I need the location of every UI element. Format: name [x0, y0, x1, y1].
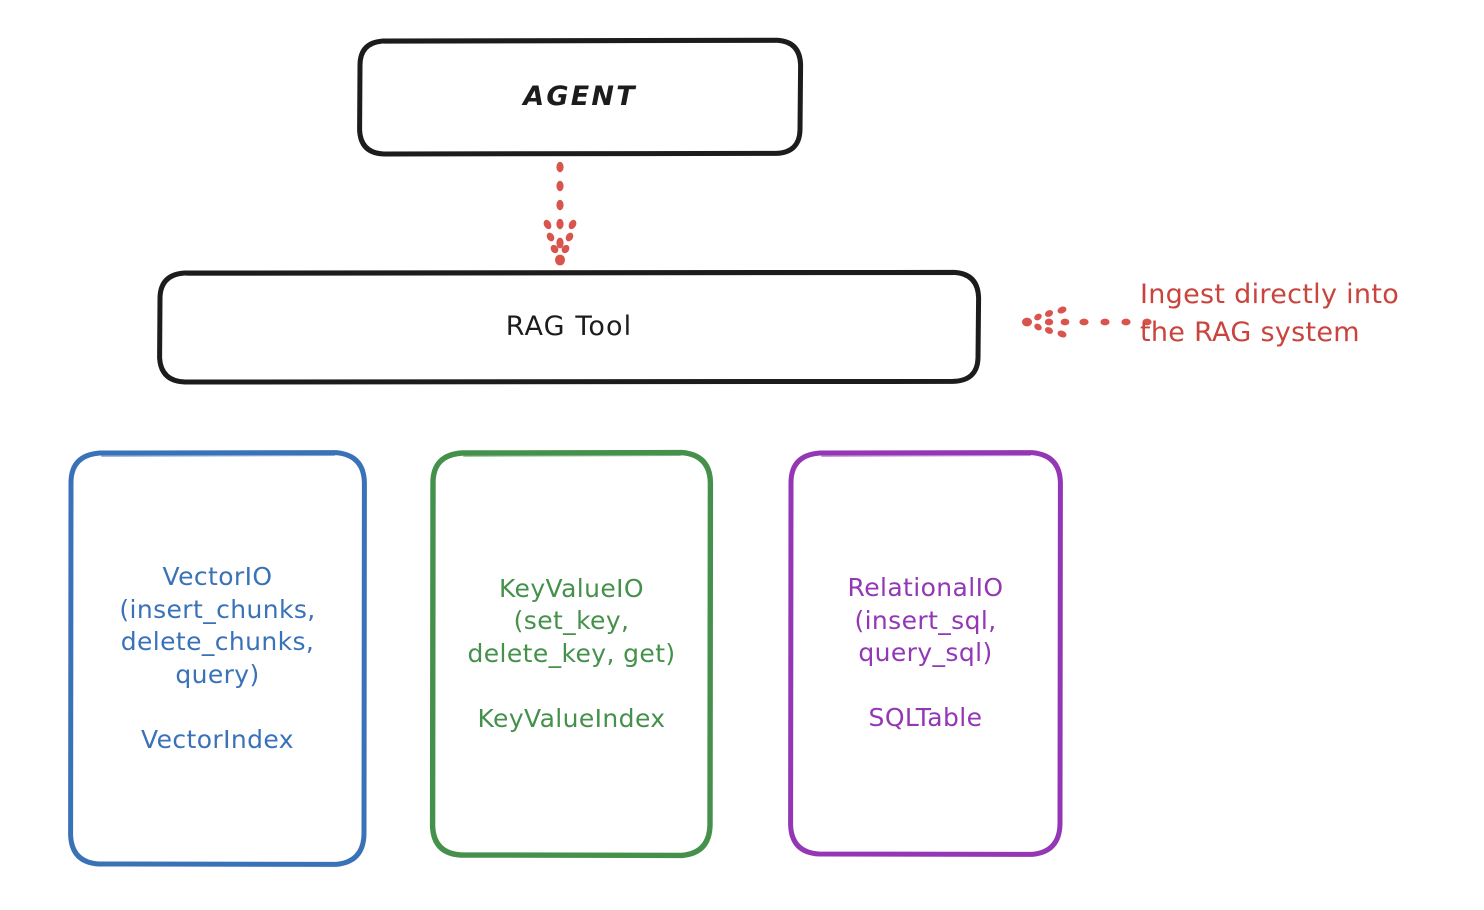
rag-tool-node-border — [157, 269, 982, 385]
ingest-annotation-text: Ingest directly into the RAG system — [1140, 279, 1400, 349]
rag-tool-node-label: RAG Tool — [505, 311, 633, 343]
node-relational-io[interactable]: RelationalIO (insert_sql, query_sql) SQL… — [788, 450, 1063, 857]
ingest-dotted-arrow-icon — [1022, 306, 1152, 338]
node-key-value-io[interactable]: KeyValueIO (set_key, delete_key, get) Ke… — [429, 449, 714, 859]
node-vector-io[interactable]: VectorIO (insert_chunks, delete_chunks, … — [68, 450, 367, 867]
agent-node-border — [357, 37, 804, 157]
relational-io-node-label: RelationalIO (insert_sql, query_sql) SQL… — [847, 573, 1004, 733]
agent-node-label: AGENT — [523, 81, 637, 113]
vector-io-node-label: VectorIO (insert_chunks, delete_chunks, … — [119, 562, 316, 754]
relational-io-node-border — [788, 450, 1063, 857]
agent-to-rag-dotted-arrow-icon — [543, 161, 577, 266]
key-value-io-node-border — [429, 449, 714, 859]
key-value-io-node-label: KeyValueIO (set_key, delete_key, get) Ke… — [467, 573, 676, 733]
node-rag-tool[interactable]: RAG Tool — [157, 269, 982, 385]
node-agent[interactable]: AGENT — [357, 37, 804, 157]
vector-io-node-border — [68, 450, 367, 867]
